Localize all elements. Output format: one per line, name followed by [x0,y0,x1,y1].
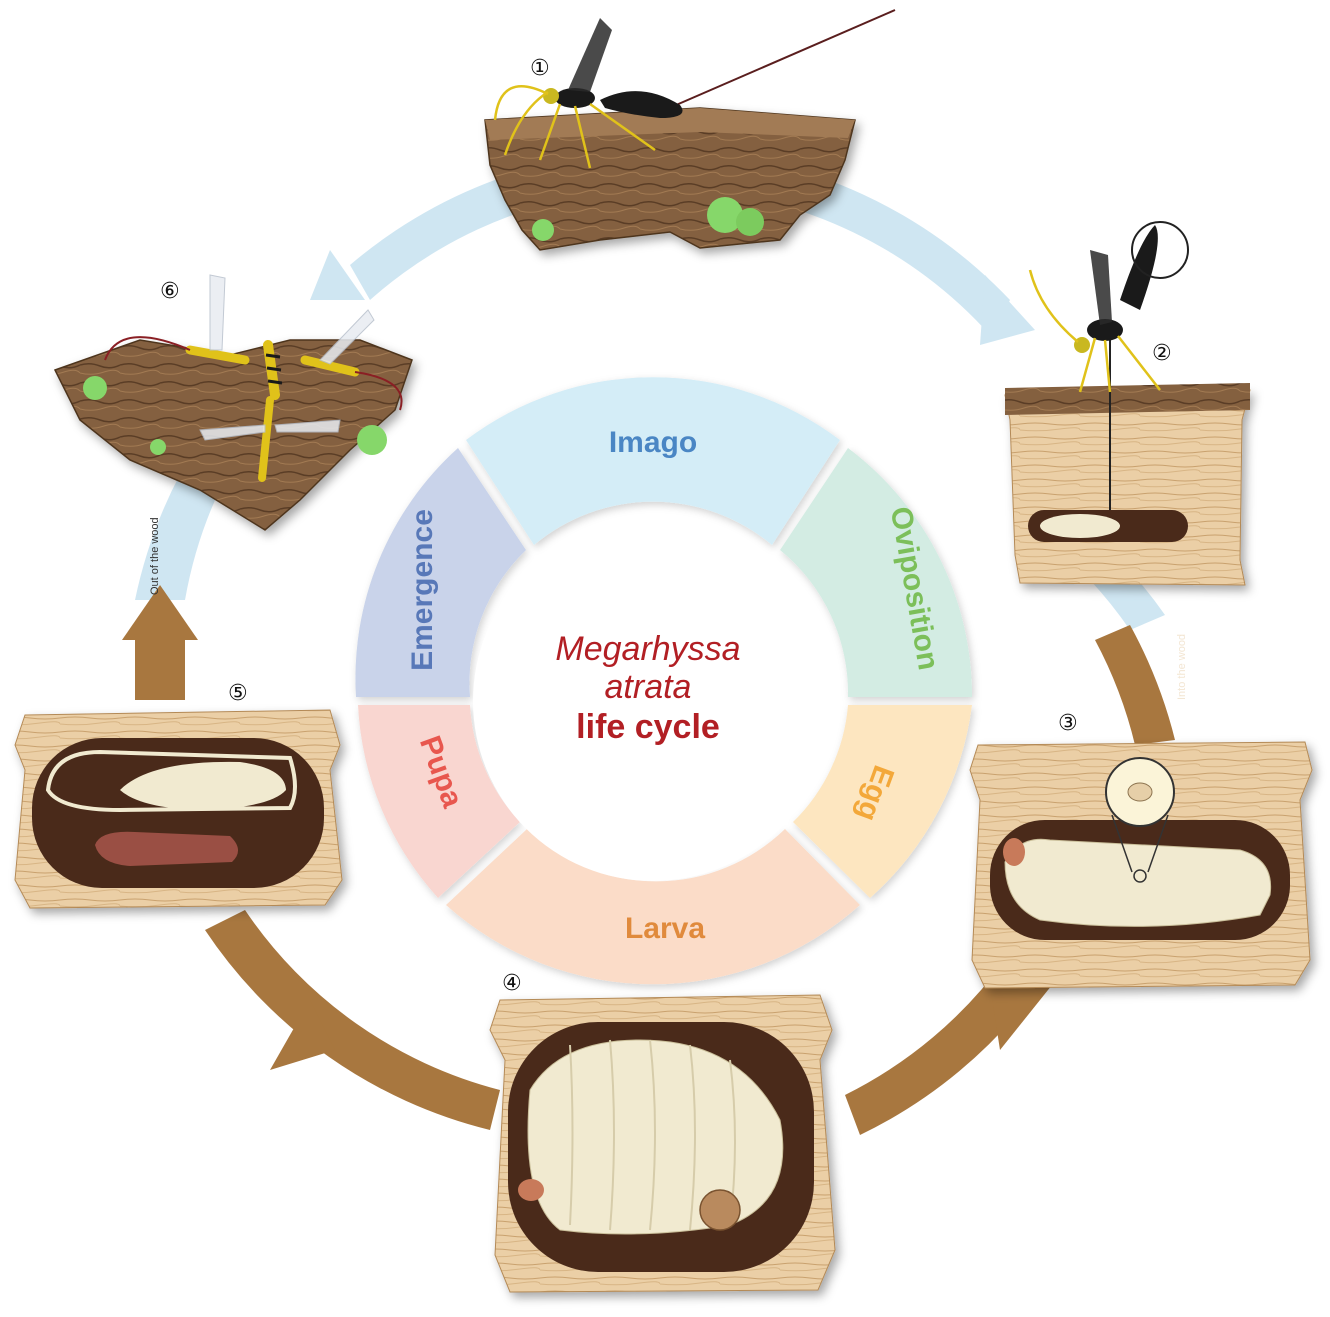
stage-3-number: ③ [1058,711,1078,736]
wasp-ovipositor [660,10,895,112]
stage-5-number: ⑤ [228,681,248,706]
arrow-segment-4-5 [205,910,500,1130]
stage-1-number: ① [530,56,550,81]
arrow-segment-5-6 [135,640,185,700]
host-larva [1040,514,1120,538]
host-head [1003,838,1025,866]
stage-3-illustration: ③ [970,711,1312,988]
bark-top [1005,383,1250,415]
stage-3-number-badge: ③ [1058,711,1078,736]
stage-2-number: ② [1152,341,1172,366]
wasp-wing [1090,250,1112,325]
label-larva: Larva [625,912,705,945]
stage-2-number-badge: ② [1152,341,1172,366]
larva-head [518,1179,544,1201]
moss-clump [150,439,166,455]
wood-block [1005,390,1250,585]
ring-segment-imago [466,377,840,545]
stage-4-number: ④ [502,971,522,996]
arrow-segment-3-4 [1095,625,1175,745]
egg [1128,783,1152,801]
moss-clump [532,219,554,241]
arrow-note-out: Out of the wood [149,517,161,595]
wasp-head [543,88,559,104]
title-subtitle: life cycle [576,708,720,746]
label-emergence: Emergence [406,509,439,671]
title-species: atrata [605,668,692,706]
stage-4-illustration: ④ [490,971,835,1292]
pupal-chamber [32,738,324,888]
arrow-note-into: Into the wood [1176,634,1188,700]
moss-clump [357,425,387,455]
stage-6-illustration: ⑥ [55,275,412,530]
host-larva [1005,839,1271,926]
stage-5-number-badge: ⑤ [228,681,248,706]
stage-5-illustration: ⑤ [15,681,342,908]
title-genus: Megarhyssa [555,630,740,668]
larval-skin [95,832,238,866]
arrow-head-to-2 [980,275,1035,345]
stage-1-number-badge: ① [530,56,550,81]
stage-6-number: ⑥ [160,279,180,304]
wasp-wing [568,18,612,92]
label-imago: Imago [609,426,697,459]
moss-clump [736,208,764,236]
stage-2-illustration: ② [1005,222,1250,585]
host-remnant [700,1190,740,1230]
moss-clump [83,376,107,400]
stage-6-number-badge: ⑥ [160,279,180,304]
stage-4-number-badge: ④ [502,971,522,996]
